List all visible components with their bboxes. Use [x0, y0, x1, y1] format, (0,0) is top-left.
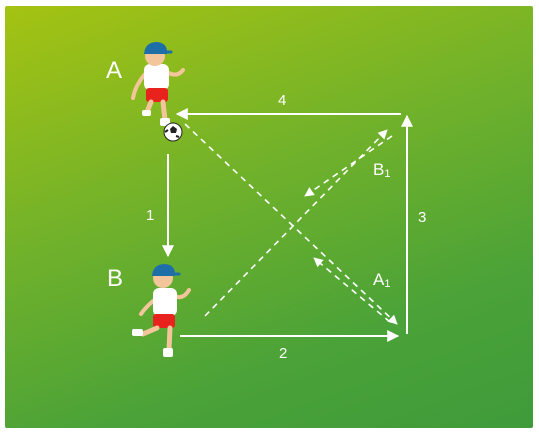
player-b-label: B: [107, 267, 123, 291]
dashed-run-a-to-a1: [185, 124, 397, 324]
dashed-return-a1: [314, 258, 390, 322]
soccer-ball: [164, 123, 182, 141]
player-a-figure: [133, 42, 183, 126]
path-2-label: 2: [279, 346, 287, 361]
move-a1-label: A1: [373, 271, 390, 290]
dashed-run-b-to-b1: [205, 130, 387, 316]
training-field: A B 1 2 3 4 B1 A1: [5, 6, 533, 428]
move-b1-label: B1: [373, 161, 390, 180]
player-a-label: A: [106, 59, 122, 83]
path-3-label: 3: [418, 210, 426, 225]
player-b-figure: [132, 264, 189, 357]
path-1-label: 1: [146, 208, 154, 223]
drill-diagram: [5, 6, 533, 428]
path-4-label: 4: [278, 93, 286, 108]
